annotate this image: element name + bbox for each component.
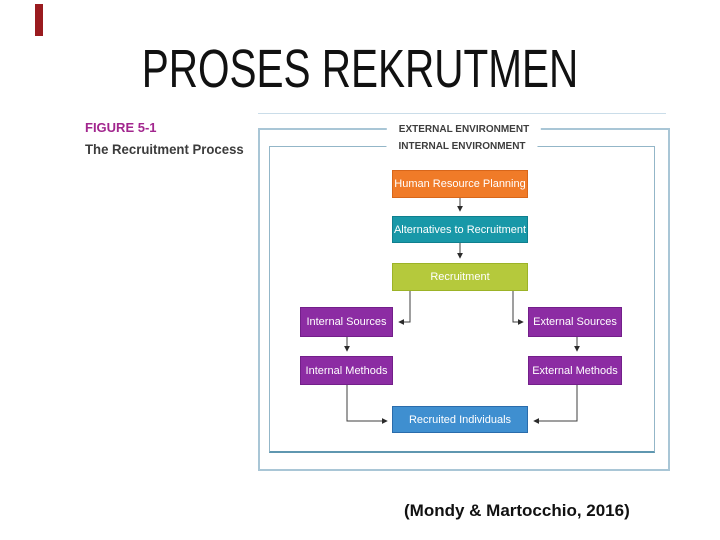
slide-title: PROSES REKRUTMEN [141, 39, 579, 99]
flow-node-external-methods: External Methods [528, 356, 622, 385]
flow-node-recruited-individuals: Recruited Individuals [392, 406, 528, 433]
figure-top-rule [258, 113, 666, 114]
flow-node-alternatives-to-recruitment: Alternatives to Recruitment [392, 216, 528, 243]
figure-caption: The Recruitment Process [85, 141, 244, 157]
external-environment-label: EXTERNAL ENVIRONMENT [386, 123, 542, 136]
flow-node-human-resource-planning: Human Resource Planning [392, 170, 528, 198]
accent-bar [35, 4, 43, 36]
flow-node-internal-sources: Internal Sources [300, 307, 393, 337]
figure-label: FIGURE 5-1 [85, 120, 157, 135]
internal-environment-label: INTERNAL ENVIRONMENT [386, 140, 538, 153]
flow-node-external-sources: External Sources [528, 307, 622, 337]
citation: (Mondy & Martocchio, 2016) [404, 501, 630, 520]
flow-node-internal-methods: Internal Methods [300, 356, 393, 385]
flow-node-recruitment: Recruitment [392, 263, 528, 291]
internal-environment-box: INTERNAL ENVIRONMENT [269, 140, 655, 453]
external-environment-box: EXTERNAL ENVIRONMENT [258, 123, 670, 471]
